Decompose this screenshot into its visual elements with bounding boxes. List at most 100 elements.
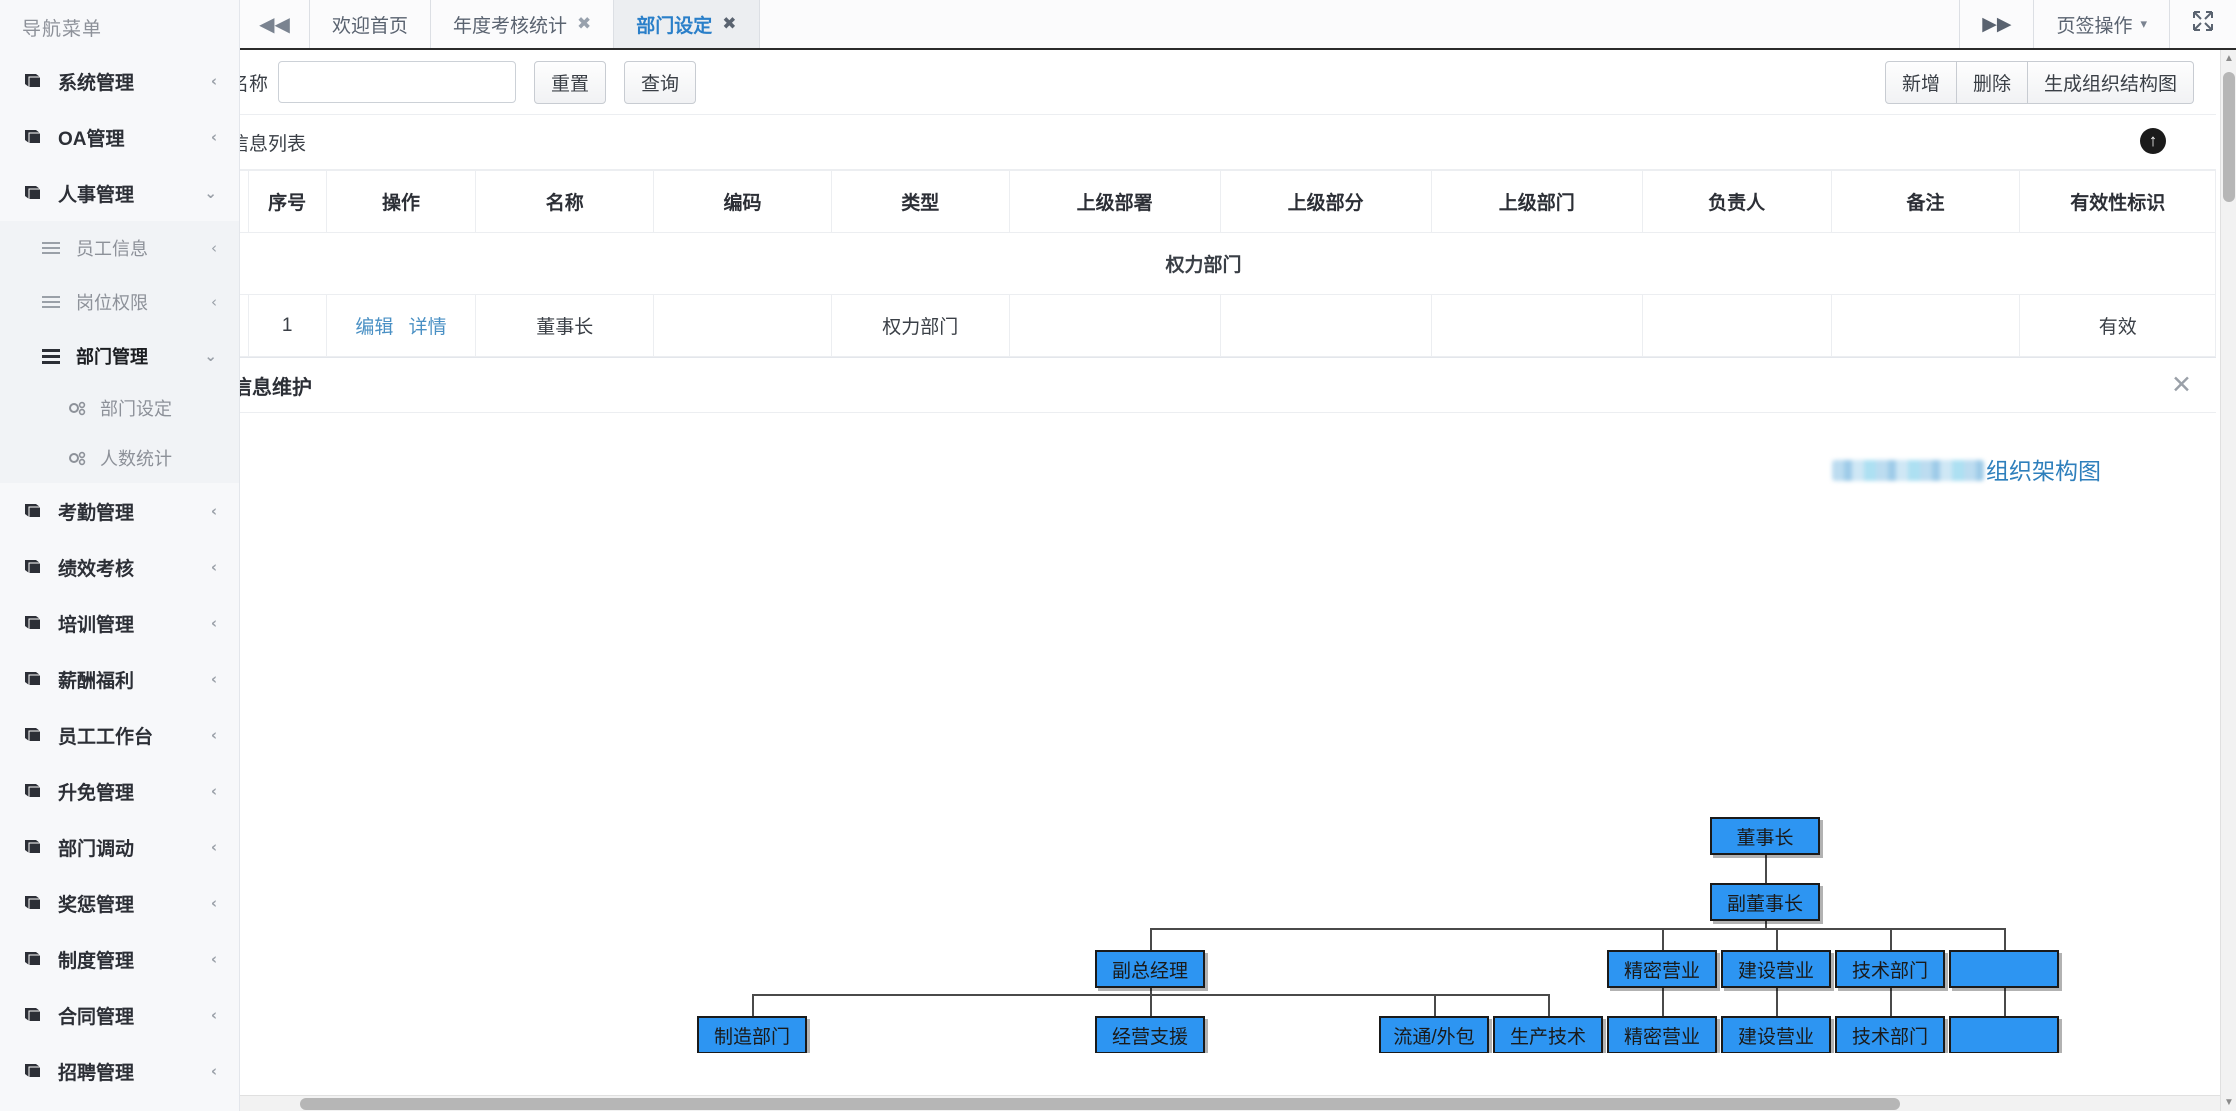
org-connector-line: [1890, 928, 1892, 950]
org-node[interactable]: 精密营业: [1607, 950, 1717, 988]
book-icon: [22, 558, 44, 576]
row-select-cell[interactable]: [240, 294, 249, 357]
reset-button[interactable]: 重置: [534, 60, 607, 104]
table-header-parent-dept[interactable]: 上级部门: [1430, 170, 1643, 233]
sidebar-item-contract[interactable]: 合同管理‹: [0, 987, 239, 1043]
row-code: [653, 294, 832, 357]
scroll-up-arrow[interactable]: ▲: [2224, 53, 2234, 64]
sidebar-item-dept-setting[interactable]: 部门设定: [0, 383, 239, 433]
sidebar-item-dept-mgmt[interactable]: 部门管理 ⌄: [0, 329, 239, 383]
sidebar-item-training[interactable]: 培训管理‹: [0, 595, 239, 651]
book-icon: [22, 894, 44, 912]
org-chart-title-suffix: 组织架构图: [1986, 458, 2101, 484]
org-node[interactable]: 技术部门: [1835, 1016, 1945, 1053]
delete-button[interactable]: 删除: [1956, 61, 2028, 104]
sidebar-item-system[interactable]: 系统管理 ‹: [0, 53, 239, 109]
sidebar-item-label: 人事管理: [58, 184, 135, 206]
sidebar-item-attendance[interactable]: 考勤管理‹: [0, 483, 239, 539]
page-ops-label: 页签操作: [2056, 15, 2133, 37]
book-icon: [22, 1006, 44, 1024]
book-icon: [22, 670, 44, 688]
table-header-code[interactable]: 编码: [653, 170, 832, 233]
org-connector-line: [752, 994, 754, 1016]
org-node[interactable]: 生产技术: [1493, 1016, 1603, 1053]
modal-header: 部门信息维护 ✕: [240, 358, 2216, 413]
org-node[interactable]: 副董事长: [1710, 883, 1820, 921]
org-node[interactable]: [1949, 950, 2059, 988]
sidebar-item-transfer[interactable]: 部门调动‹: [0, 819, 239, 875]
org-node[interactable]: 制造部门: [697, 1016, 807, 1053]
org-connector-line: [1776, 928, 1778, 950]
table-header-seq[interactable]: 序号: [247, 170, 327, 233]
redacted-company-name: [1832, 460, 1984, 481]
table-header-owner[interactable]: 负责人: [1641, 170, 1832, 233]
list-icon: [40, 239, 62, 257]
close-icon[interactable]: ✖: [722, 14, 737, 33]
close-icon[interactable]: ✖: [577, 14, 592, 33]
scroll-down-arrow[interactable]: ▼: [2224, 1097, 2234, 1108]
tab-dept-setting[interactable]: 部门设定 ✖: [614, 0, 760, 48]
table-header-type[interactable]: 类型: [830, 170, 1010, 233]
table-header-name[interactable]: 名称: [475, 170, 655, 233]
sidebar-item-policy[interactable]: 制度管理‹: [0, 931, 239, 987]
vertical-scrollbar-thumb[interactable]: [2223, 72, 2235, 202]
org-node[interactable]: 流通/外包: [1379, 1016, 1489, 1053]
sidebar-item-performance[interactable]: 绩效考核‹: [0, 539, 239, 595]
book-icon: [22, 726, 44, 744]
table-header-parent-deploy[interactable]: 上级部署: [1008, 170, 1221, 233]
chevron-left-icon: ‹: [210, 726, 217, 744]
org-node[interactable]: 建设营业: [1721, 1016, 1831, 1053]
table-row[interactable]: 1 编辑 详情 董事长 权力部门: [240, 294, 2216, 357]
book-icon: [22, 128, 44, 146]
sidebar-item-compensation[interactable]: 薪酬福利‹: [0, 651, 239, 707]
sidebar-item-hr[interactable]: 人事管理 ⌄: [0, 165, 239, 221]
sidebar-item-promotion[interactable]: 升免管理‹: [0, 763, 239, 819]
sidebar-item-label: 合同管理: [58, 1006, 135, 1028]
close-icon[interactable]: ✕: [2171, 370, 2192, 399]
sidebar-item-reward[interactable]: 奖惩管理‹: [0, 875, 239, 931]
org-node[interactable]: 精密营业: [1607, 1016, 1717, 1053]
sidebar-item-recruitment[interactable]: 招聘管理‹: [0, 1043, 239, 1099]
table-header-action[interactable]: 操作: [325, 170, 477, 233]
add-button[interactable]: 新增: [1884, 61, 1957, 104]
sidebar: 导航菜单 系统管理 ‹ OA管理 ‹ 人事管理 ⌄ 员工信息: [0, 0, 240, 1111]
horizontal-scrollbar[interactable]: [240, 1095, 2220, 1111]
tab-annual-review-stats[interactable]: 年度考核统计 ✖: [431, 0, 615, 48]
org-node[interactable]: 建设营业: [1721, 950, 1831, 988]
table-action-buttons: 新增 删除 生成组织结构图: [1884, 61, 2194, 104]
org-node[interactable]: [1949, 1016, 2059, 1053]
sidebar-item-post-auth[interactable]: 岗位权限 ‹: [0, 275, 239, 329]
org-node[interactable]: 技术部门: [1835, 950, 1945, 988]
tabs-scroll-left-button[interactable]: ◀◀: [240, 0, 310, 48]
chevron-left-icon: ‹: [211, 239, 217, 257]
sidebar-item-employee-info[interactable]: 员工信息 ‹: [0, 221, 239, 275]
table-header-row: 序号 操作 名称 编码 类型 上级部署 上级部分 上级部门 负责人 备注 有效性…: [240, 170, 2216, 233]
table-header-parent-part[interactable]: 上级部分: [1219, 170, 1432, 233]
sidebar-item-label: 升免管理: [58, 782, 135, 804]
page-ops-dropdown[interactable]: 页签操作 ▾: [2033, 0, 2169, 48]
fullscreen-button[interactable]: [2169, 0, 2236, 48]
tab-welcome[interactable]: 欢迎首页: [310, 0, 432, 48]
refresh-up-icon[interactable]: ↑: [2140, 128, 2166, 154]
table-header-validity[interactable]: 有效性标识: [2019, 170, 2216, 233]
org-node[interactable]: 经营支援: [1095, 1016, 1205, 1053]
dept-name-input[interactable]: [278, 61, 517, 103]
row-actions[interactable]: 编辑 详情: [325, 294, 477, 357]
generate-org-chart-button[interactable]: 生成组织结构图: [2027, 61, 2194, 104]
table-header-select[interactable]: [240, 170, 249, 233]
vertical-scrollbar[interactable]: ▲ ▼: [2220, 50, 2236, 1111]
book-icon: [22, 184, 44, 202]
horizontal-scrollbar-thumb[interactable]: [300, 1098, 1900, 1110]
query-button[interactable]: 查询: [624, 60, 697, 104]
org-node[interactable]: 董事长: [1710, 817, 1820, 855]
sidebar-item-headcount-stats[interactable]: 人数统计: [0, 433, 239, 483]
edit-link[interactable]: 编辑: [355, 317, 394, 338]
sidebar-item-oa[interactable]: OA管理 ‹: [0, 109, 239, 165]
sidebar-item-workbench[interactable]: 员工工作台‹: [0, 707, 239, 763]
tabs-scroll-right-button[interactable]: ▶▶: [1982, 13, 2012, 35]
table-header-remark[interactable]: 备注: [1830, 170, 2021, 233]
book-icon: [22, 838, 44, 856]
org-node[interactable]: 副总经理: [1095, 950, 1205, 988]
detail-link[interactable]: 详情: [408, 317, 447, 338]
